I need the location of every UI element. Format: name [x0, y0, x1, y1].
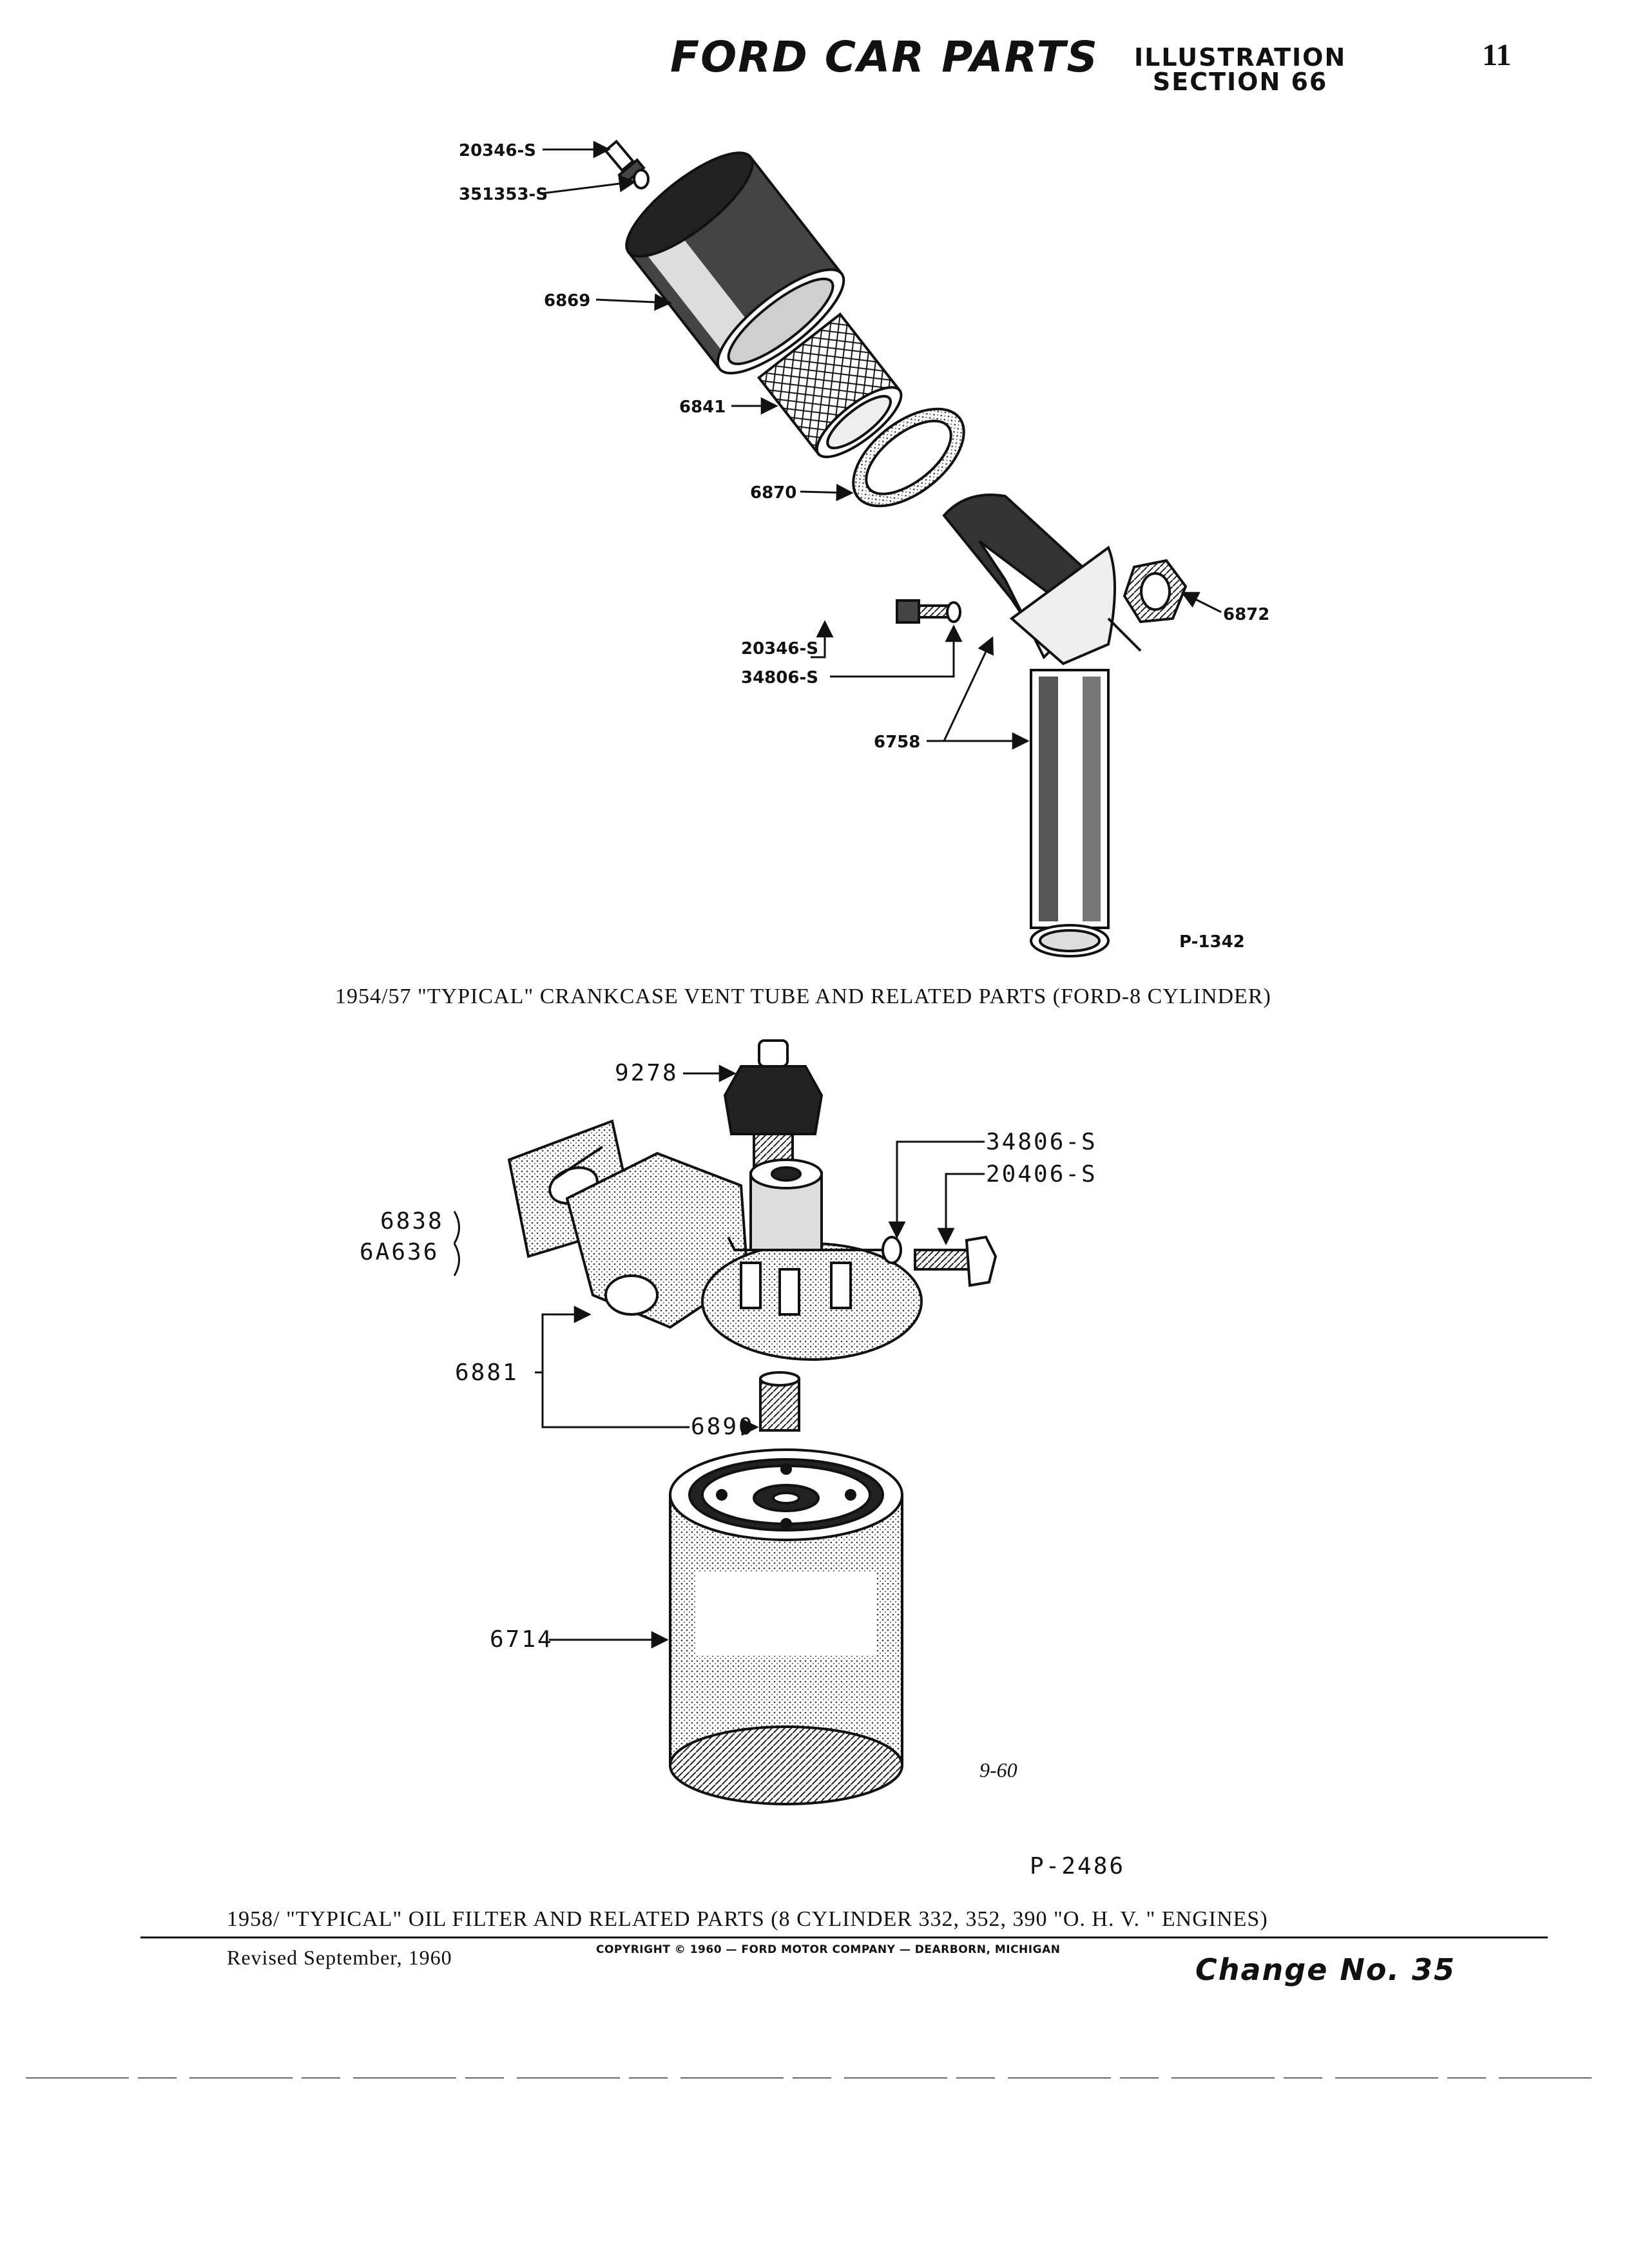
date-code: 9-60: [979, 1758, 1017, 1782]
revised-date: Revised September, 1960: [227, 1946, 452, 1969]
part-filter-6714: [669, 1448, 903, 1805]
figure-1-vent-tube: 20346-S 351353-S 6869 6841 6870 6872 203…: [459, 139, 1269, 957]
label-6881: 6881: [455, 1360, 519, 1386]
label-6869: 6869: [544, 291, 590, 311]
section-heading: ILLUSTRATION SECTION 66: [1134, 45, 1346, 94]
part-vent-tube-6758: [942, 494, 1142, 957]
copyright-notice: COPYRIGHT © 1960 — FORD MOTOR COMPANY — …: [596, 1943, 1061, 1956]
part-washer-34806s: [882, 1236, 902, 1264]
label-34806s: 34806-S: [986, 1129, 1097, 1155]
part-adapter-6881: [565, 1151, 923, 1361]
label-6870: 6870: [750, 483, 796, 503]
part-washer-34806s-side: [946, 601, 961, 623]
part-washer-351353s: [633, 169, 650, 189]
part-cover-6869: [625, 151, 845, 375]
label-20346s-top: 20346-S: [459, 141, 536, 160]
label-20346s-side: 20346-S: [741, 639, 818, 658]
section-heading-line2: SECTION 66: [1152, 68, 1328, 96]
label-6841: 6841: [679, 398, 726, 417]
part-switch-9278: [723, 1039, 824, 1168]
page-title: FORD CAR PARTS: [670, 32, 1099, 82]
label-6714: 6714: [490, 1626, 554, 1653]
plate-number-p2486: P-2486: [1030, 1853, 1125, 1879]
figure-2-leader-lines: [453, 1064, 985, 1649]
part-nipple-6890: [759, 1371, 800, 1432]
label-34806s-side: 34806-S: [741, 668, 818, 687]
plate-number-p1342: P-1342: [1179, 932, 1245, 952]
figure-1-caption: 1954/57 "TYPICAL" CRANKCASE VENT TUBE AN…: [335, 985, 1271, 1008]
figure-2-oil-filter: 9278 34806-S 20406-S 6838 6A636 6881 689…: [360, 1039, 1125, 1879]
section-heading-line1: ILLUSTRATION: [1134, 43, 1347, 72]
label-6872: 6872: [1223, 605, 1269, 624]
label-351353s: 351353-S: [459, 185, 548, 204]
change-number: Change No. 35: [1195, 1952, 1456, 1987]
part-filter-element-6841: [757, 312, 903, 459]
label-6a636: 6A636: [360, 1239, 439, 1265]
label-6838: 6838: [380, 1208, 444, 1235]
part-bolt-20406s: [914, 1235, 998, 1287]
label-20406s: 20406-S: [986, 1161, 1097, 1187]
part-gasket-6872: [1123, 559, 1188, 624]
label-6890: 6890: [691, 1414, 755, 1440]
page-number: 11: [1482, 38, 1512, 72]
label-9278: 9278: [615, 1060, 679, 1086]
part-gasket-6870: [852, 407, 965, 508]
label-6758: 6758: [874, 733, 920, 752]
figure-1-leader-lines: [542, 140, 1222, 750]
figure-2-caption: 1958/ "TYPICAL" OIL FILTER AND RELATED P…: [227, 1907, 1268, 1931]
